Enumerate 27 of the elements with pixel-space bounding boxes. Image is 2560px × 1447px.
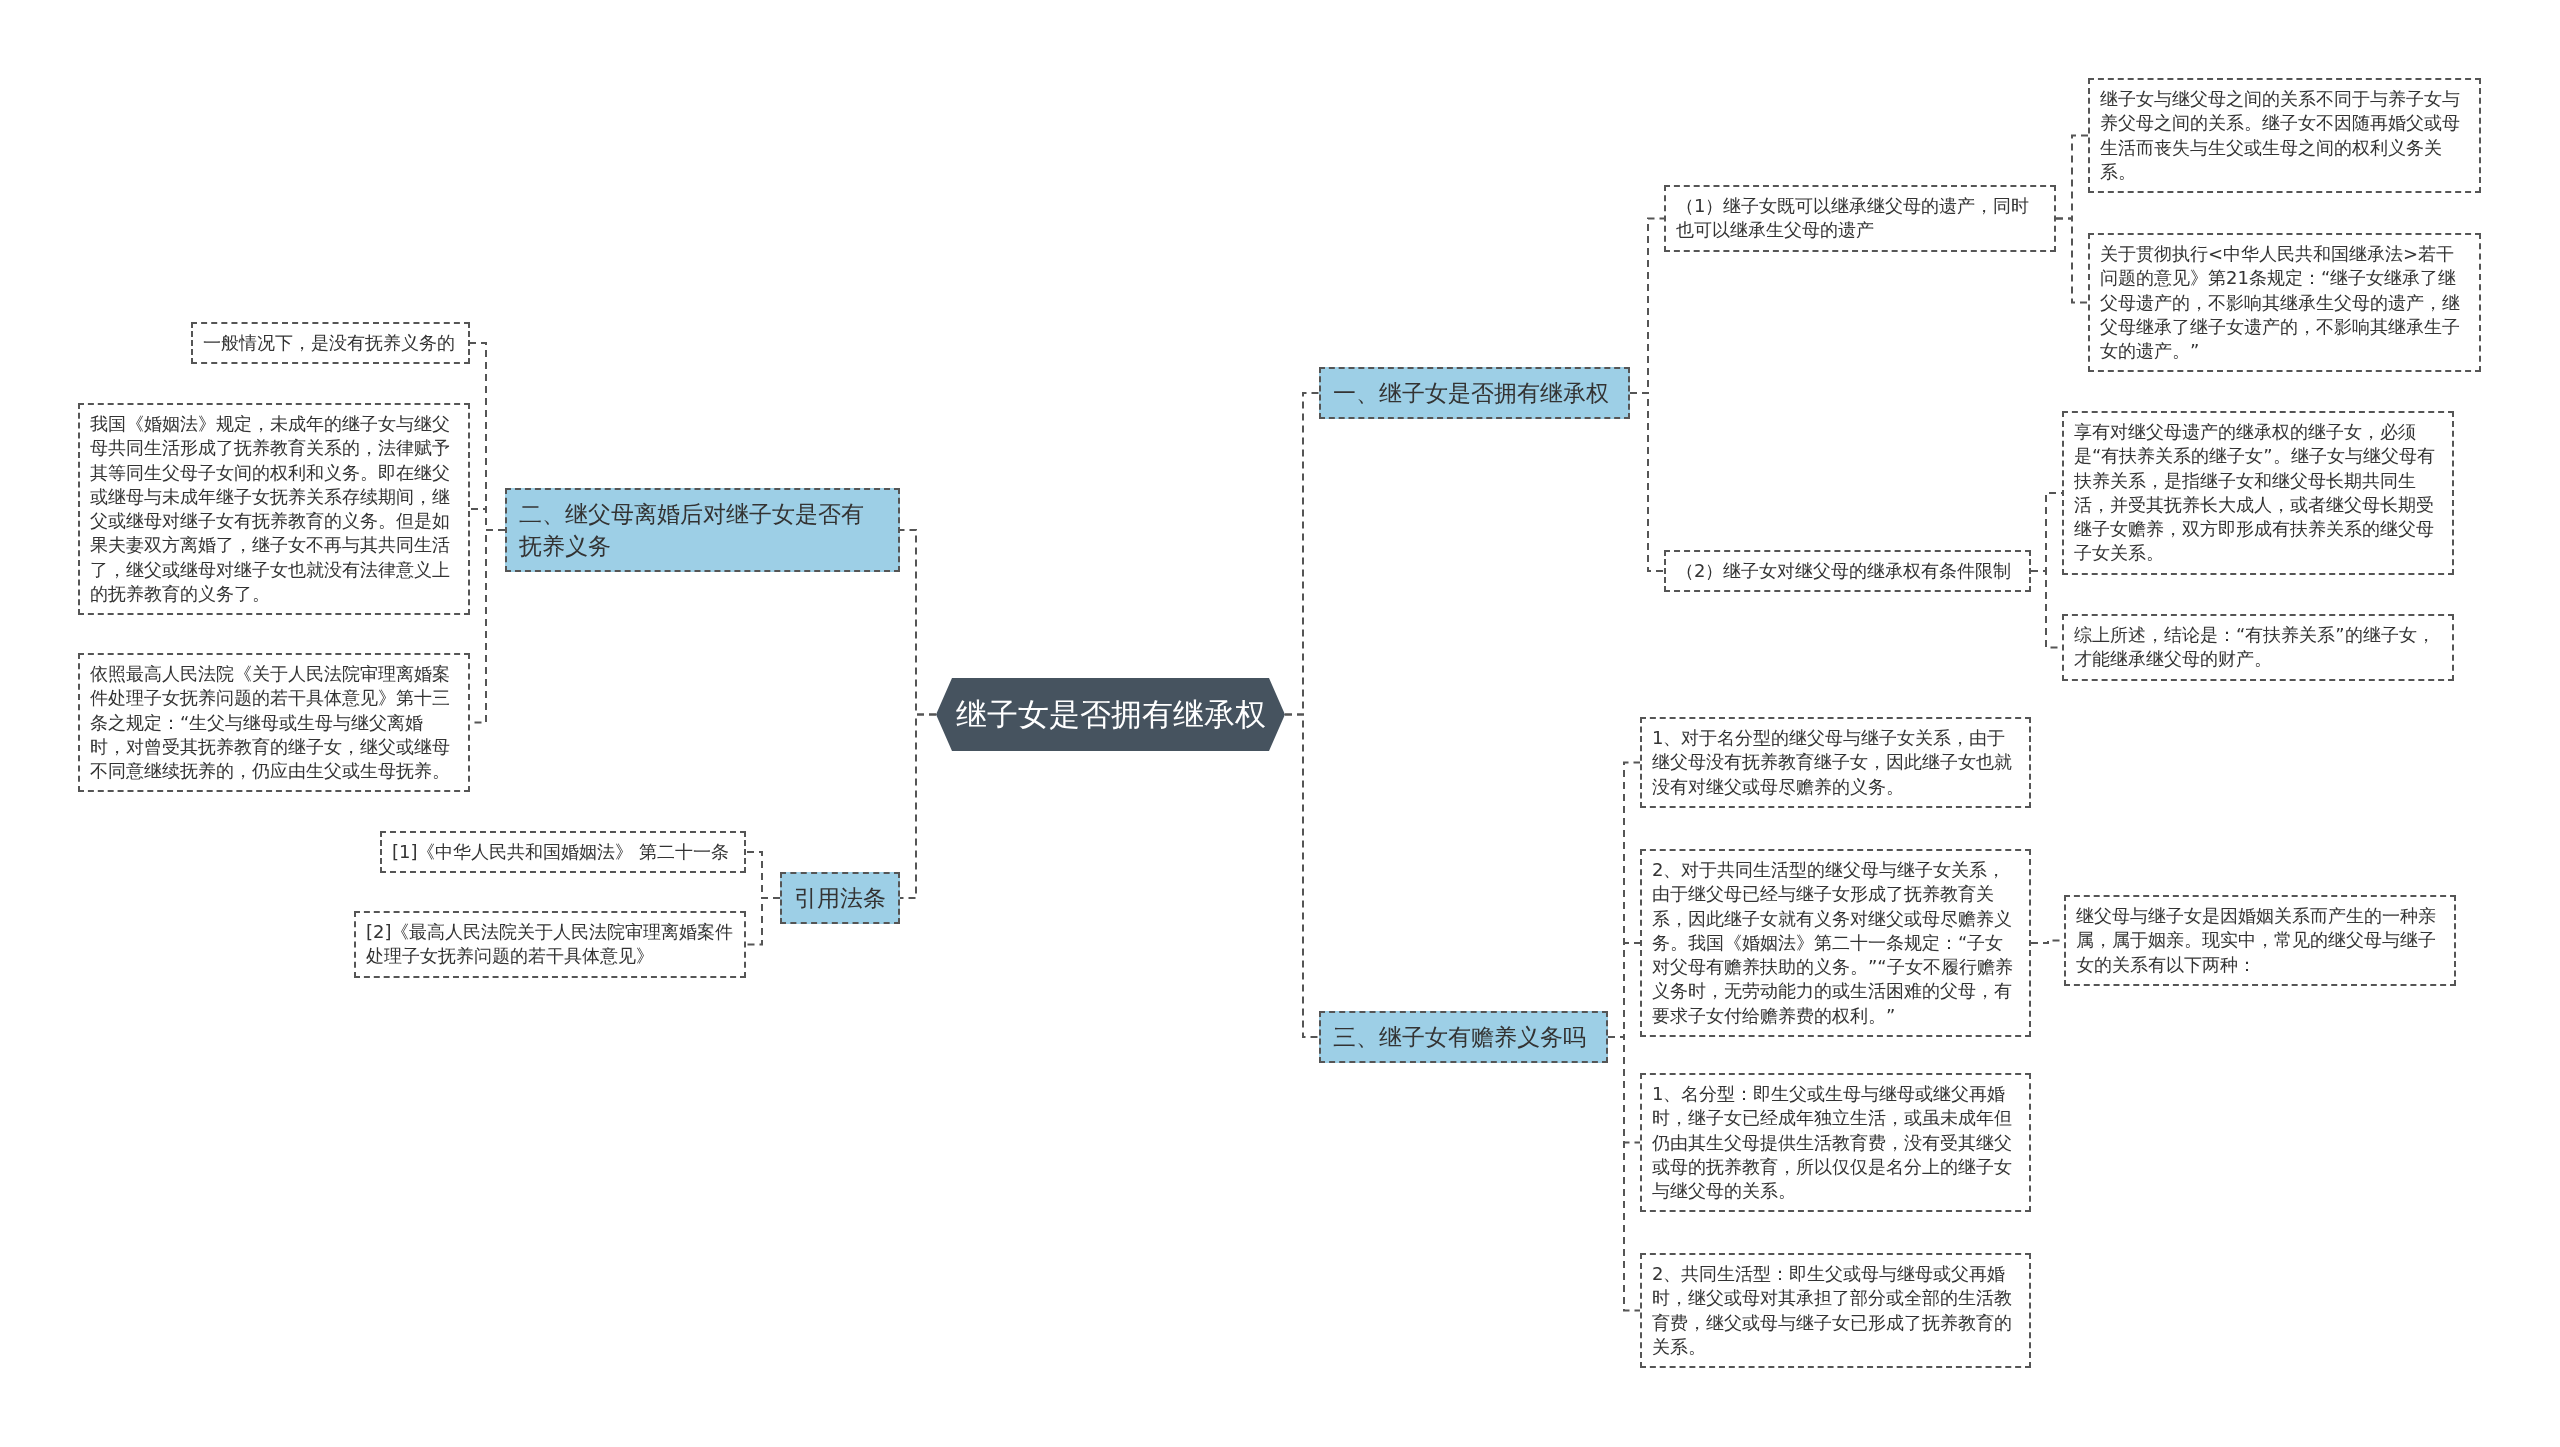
text-box: 一般情况下，是没有抚养义务的 <box>191 322 470 365</box>
topic-box: 二、继父母离婚后对继子女是否有抚养义务 <box>505 488 900 573</box>
connector <box>1284 713 1320 1038</box>
topic-box: 一、继子女是否拥有继承权 <box>1319 367 1630 420</box>
text-box: （1）继子女既可以继承继父母的遗产，同时也可以继承生父母的遗产 <box>1664 185 2056 252</box>
text-box: 继子女与继父母之间的关系不同于与养子女与养父母之间的关系。继子女不因随再婚父或母生活而丧失与生父或生母之间的权利义务关系。 <box>2088 78 2481 194</box>
text-box: [1]《中华人民共和国婚姻法》 第二十一条 <box>380 831 746 874</box>
topic-box: 三、继子女有赡养义务吗 <box>1319 1011 1608 1064</box>
connector <box>2055 217 2089 304</box>
text-box: 1、对于名分型的继父母与继子女关系，由于继父母没有抚养教育继子女，因此继子女也就没有对继父或母尽赡养的义务。 <box>1640 717 2031 808</box>
text-box: 享有对继父母遗产的继承权的继子女，必须是“有扶养关系的继子女”。继子女与继父母有扶养关系，是指继子女和继父母长期共同生活，并受其抚养长大成人，或者继父母长期受继子女赡养，双方即形成有扶养关系的继父母子女关系。 <box>2062 411 2454 575</box>
connector <box>899 713 937 899</box>
connector <box>1607 1036 1641 1312</box>
text-box: 2、共同生活型：即生父或母与继母或父再婚时，继父或母对其承担了部分或全部的生活教育费，继父或母与继子女已形成了抚养教育的关系。 <box>1640 1253 2031 1369</box>
topic-box: 引用法条 <box>780 872 900 925</box>
text-box: 我国《婚姻法》规定，未成年的继子女与继父母共同生活形成了抚养教育关系的，法律赋予其等同生父母子女间的权利和义务。即在继父或继母与未成年继子女抚养关系存续期间，继父或继母对继子女有抚养教育的义务。但是如果夫妻双方离婚了，继子女不再与其共同生活了，继父或继母对继子女也就没有法律意义上的抚养教育的义务了。 <box>78 403 470 616</box>
text-box: [2]《最高人民法院关于人民法院审理离婚案件处理子女抚养问题的若干具体意见》 <box>354 911 746 978</box>
text-box: 综上所述，结论是：“有扶养关系”的继子女，才能继承继父母的财产。 <box>2062 614 2454 681</box>
text-box: （2）继子女对继父母的继承权有条件限制 <box>1664 550 2031 593</box>
text-box: 2、对于共同生活型的继父母与继子女关系，由于继父母已经与继子女形成了抚养教育关系，因此继子女就有义务对继父或母尽赡养义务。我国《婚姻法》第二十一条规定：“子女对父母有赡养扶助的义务。”“子女不履行赡养义务时，无劳动能力的或生活困难的父母，有要求子女付给赡养费的权利。” <box>1640 849 2031 1038</box>
connector <box>1629 392 1665 572</box>
text-box: 继父母与继子女是因婚姻关系而产生的一种亲属，属于姻亲。现实中，常见的继父母与继子女的关系有以下两种： <box>2064 895 2456 986</box>
text-box: 关于贯彻执行<中华人民共和国继承法>若干问题的意见》第21条规定：“继子女继承了继父母遗产的，不影响其继承生父母的遗产，继父母继承了继子女遗产的，不影响其继承生子女的遗产。” <box>2088 233 2481 373</box>
connector <box>745 897 781 946</box>
text-box: 依照最高人民法院《关于人民法院审理离婚案件处理子女抚养问题的若干具体意见》第十三条之规定：“生父与继母或生母与继父离婚时，对曾受其抚养教育的继子女，继父或继母不同意继续抚养的，仍应由生父或生母抚养。 <box>78 653 470 793</box>
central-topic: 继子女是否拥有继承权 <box>936 678 1285 751</box>
text-box: 1、名分型：即生父或生母与继母或继父再婚时，继子女已经成年独立生活，或虽未成年但仍由其生父母提供生活教育费，没有受其继父或母的抚养教育，所以仅仅是名分上的继子女与继父母的关系。 <box>1640 1073 2031 1213</box>
